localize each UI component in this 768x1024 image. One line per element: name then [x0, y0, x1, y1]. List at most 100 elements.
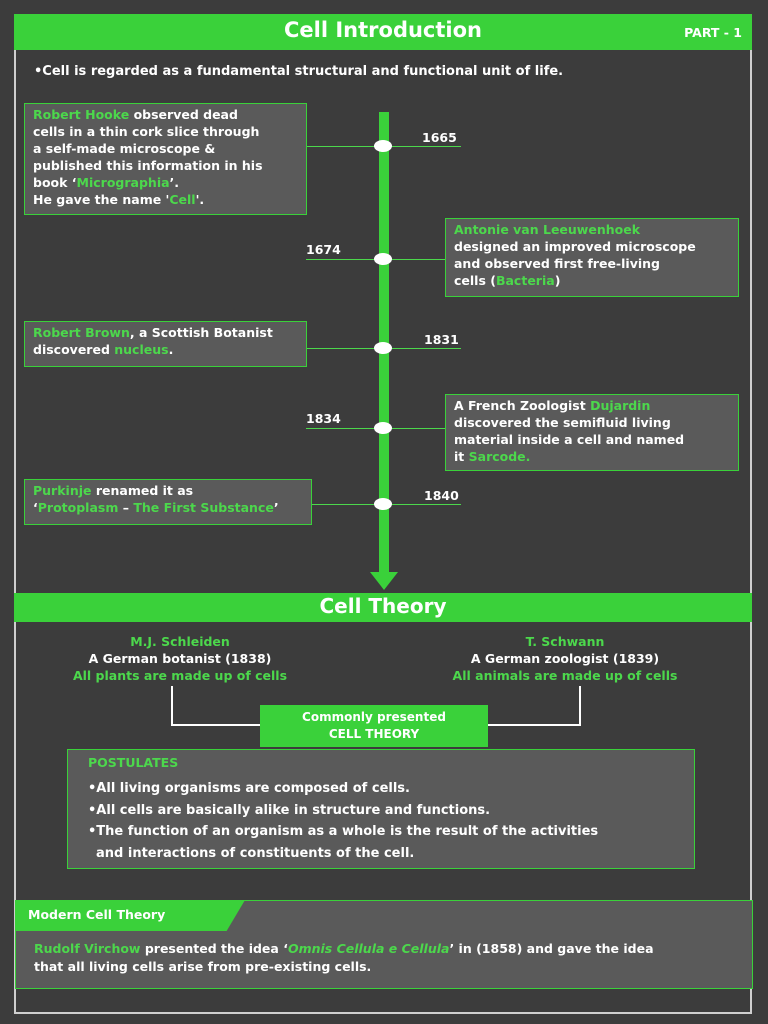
timeline-dot — [374, 498, 392, 510]
timeline-event-box: Robert Hooke observed dead cells in a thi… — [24, 103, 307, 215]
event-text: He gave the name ' — [33, 192, 170, 207]
common-line-1: Commonly presented — [302, 710, 446, 724]
timeline-dot — [374, 253, 392, 265]
header-banner: Cell Introduction PART - 1 — [14, 14, 752, 50]
event-text: a self-made microscope & — [33, 141, 216, 156]
postulates-box: POSTULATES •All living organisms are com… — [67, 749, 695, 869]
event-text-line: cells (Bacteria) — [454, 272, 730, 289]
highlight-term: The First Substance — [133, 500, 274, 515]
event-text: '. — [195, 192, 205, 207]
event-text: – — [118, 500, 134, 515]
modern-title: Modern Cell Theory — [28, 907, 166, 922]
event-text-line: designed an improved microscope — [454, 238, 730, 255]
schwann-claim: All animals are made up of cells — [452, 668, 678, 683]
highlight-term: Micrographia — [76, 175, 170, 190]
event-text-line: discovered the semifluid living — [454, 414, 730, 431]
event-text: , a Scottish Botanist — [129, 325, 273, 340]
virchow-name: Rudolf Virchow — [34, 941, 141, 956]
page-title: Cell Introduction — [284, 18, 482, 42]
highlight-term: Robert Hooke — [33, 107, 130, 122]
postulate-item: •All living organisms are composed of ce… — [88, 781, 410, 796]
highlight-term: nucleus — [114, 342, 169, 357]
schwann-name: T. Schwann — [525, 634, 605, 649]
event-text-line: A French Zoologist Dujardin — [454, 397, 730, 414]
event-text-line: ‘Protoplasm – The First Substance’ — [33, 499, 303, 516]
postulates-title: POSTULATES — [88, 755, 179, 770]
modern-line-1: Rudolf Virchow presented the idea ‘Omnis… — [34, 940, 746, 958]
postulate-item: and interactions of constituents of the … — [96, 846, 415, 861]
event-text: renamed it as — [91, 483, 194, 498]
event-text: material inside a cell and named — [454, 432, 685, 447]
schleiden-block: M.J. Schleiden A German botanist (1838) … — [30, 633, 330, 684]
event-text: A French Zoologist — [454, 398, 591, 413]
event-text-line: a self-made microscope & — [33, 140, 298, 157]
timeline-event-box: Purkinje renamed it as‘Protoplasm – The … — [24, 479, 312, 525]
schwann-block: T. Schwann A German zoologist (1839) All… — [415, 633, 715, 684]
timeline-year: 1665 — [422, 130, 457, 145]
event-text: ) — [554, 273, 561, 288]
schleiden-name: M.J. Schleiden — [130, 634, 230, 649]
schwann-desc: A German zoologist (1839) — [470, 651, 660, 666]
event-text-line: it Sarcode. — [454, 448, 730, 465]
schleiden-claim: All plants are made up of cells — [72, 668, 288, 683]
event-text: cells ( — [454, 273, 496, 288]
event-text-line: Purkinje renamed it as — [33, 482, 303, 499]
cell-theory-banner: Cell Theory — [14, 593, 752, 622]
event-text-line: discovered nucleus. — [33, 341, 298, 358]
event-text-line: and observed first free-living — [454, 255, 730, 272]
event-text: observed dead — [129, 107, 238, 122]
part-label: PART - 1 — [684, 25, 742, 40]
common-theory-box: Commonly presented CELL THEORY — [260, 705, 488, 747]
modern-text: Rudolf Virchow presented the idea ‘Omnis… — [34, 940, 746, 976]
event-text: cells in a thin cork slice through — [33, 124, 260, 139]
modern-text-1: presented the idea ‘ — [140, 941, 288, 956]
modern-text-2: ’ in (1858) and gave the idea — [449, 941, 654, 956]
event-text-line: Robert Brown, a Scottish Botanist — [33, 324, 298, 341]
highlight-term: Bacteria — [495, 273, 555, 288]
event-text: it — [454, 449, 469, 464]
event-text: ’ — [273, 500, 279, 515]
modern-title-tab: Modern Cell Theory — [15, 900, 245, 931]
highlight-term: Protoplasm — [37, 500, 119, 515]
timeline-year: 1674 — [306, 242, 341, 257]
timeline-dot — [374, 140, 392, 152]
event-text: published this information in his — [33, 158, 263, 173]
highlight-term: Robert Brown — [33, 325, 130, 340]
bracket-right-vertical — [579, 686, 581, 726]
event-text: ‘ — [33, 500, 38, 515]
schleiden-desc: A German botanist (1838) — [88, 651, 272, 666]
latin-phrase: Omnis Cellula e Cellula — [287, 941, 450, 956]
bracket-left-vertical — [171, 686, 173, 726]
common-line-2: CELL THEORY — [328, 727, 420, 741]
highlight-term: Antonie van Leeuwenhoek — [454, 222, 641, 237]
timeline-year: 1831 — [424, 332, 459, 347]
timeline-dot — [374, 422, 392, 434]
timeline-arrowhead — [370, 572, 398, 590]
highlight-term: Dujardin — [590, 398, 651, 413]
event-text-line: material inside a cell and named — [454, 431, 730, 448]
timeline-year: 1840 — [424, 488, 459, 503]
bracket-left-horizontal — [171, 724, 260, 726]
cell-theory-title: Cell Theory — [319, 594, 447, 618]
event-text: discovered the semifluid living — [454, 415, 671, 430]
event-text: ’. — [169, 175, 180, 190]
event-text: book ‘ — [33, 175, 77, 190]
modern-line-2: that all living cells arise from pre-exi… — [34, 959, 372, 974]
postulate-item: •The function of an organism as a whole … — [88, 824, 599, 839]
highlight-term: Sarcode. — [468, 449, 531, 464]
event-text: and observed first free-living — [454, 256, 660, 271]
highlight-term: Cell — [169, 192, 196, 207]
event-text-line: Antonie van Leeuwenhoek — [454, 221, 730, 238]
event-text-line: published this information in his — [33, 157, 298, 174]
event-text: . — [168, 342, 174, 357]
bracket-right-horizontal — [488, 724, 581, 726]
highlight-term: Purkinje — [33, 483, 92, 498]
event-text-line: book ‘Micrographia’. — [33, 174, 298, 191]
event-text-line: cells in a thin cork slice through — [33, 123, 298, 140]
postulate-item: •All cells are basically alike in struct… — [88, 803, 491, 818]
timeline-year: 1834 — [306, 411, 341, 426]
event-text: discovered — [33, 342, 115, 357]
